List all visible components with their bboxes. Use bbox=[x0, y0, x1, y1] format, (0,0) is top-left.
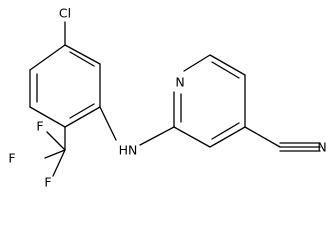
pyridine-ring bbox=[173, 54, 246, 148]
bond-c6-c5-inner bbox=[211, 61, 240, 79]
bond-c-f-top bbox=[46, 131, 66, 151]
bond-c3-c2 bbox=[173, 126, 211, 148]
bond-c-f-left bbox=[44, 149, 66, 159]
bond-c1-c2 bbox=[29, 44, 66, 71]
bond-c1-c6-inner bbox=[69, 51, 95, 67]
chlorophenyl-ring bbox=[29, 44, 101, 128]
bond-c4-c3-inner bbox=[211, 122, 240, 140]
bond-c1-c6 bbox=[64, 44, 101, 65]
trifluoromethyl-group bbox=[44, 126, 66, 177]
bond-nh-pyridine bbox=[139, 126, 175, 146]
atom-label-pyridine-nitrogen: N bbox=[175, 75, 184, 90]
bond-c4-c3 bbox=[209, 126, 246, 148]
atom-label-fluorine-bottom: F bbox=[44, 175, 51, 190]
bond-n1-c6 bbox=[183, 54, 211, 72]
bond-c5-c4-inner bbox=[69, 103, 95, 119]
bond-c5-c4 bbox=[64, 106, 101, 128]
bond-c-f-bottom bbox=[52, 149, 66, 177]
nitrile-group bbox=[244, 126, 321, 152]
bond-c4-c3 bbox=[29, 106, 66, 128]
atom-label-fluorine-left: F bbox=[8, 151, 15, 166]
chemical-structure-diagram: Cl N HN N F F F bbox=[8, 6, 326, 190]
bond-c6-c5 bbox=[209, 54, 246, 76]
atom-label-nitrile-nitrogen: N bbox=[317, 140, 326, 155]
bond-ring-cn bbox=[244, 126, 281, 148]
atom-label-amine: HN bbox=[119, 143, 138, 158]
atom-label-chlorine: Cl bbox=[59, 6, 71, 21]
atom-label-fluorine-top: F bbox=[36, 119, 43, 134]
bond-ring-nh bbox=[99, 106, 117, 141]
